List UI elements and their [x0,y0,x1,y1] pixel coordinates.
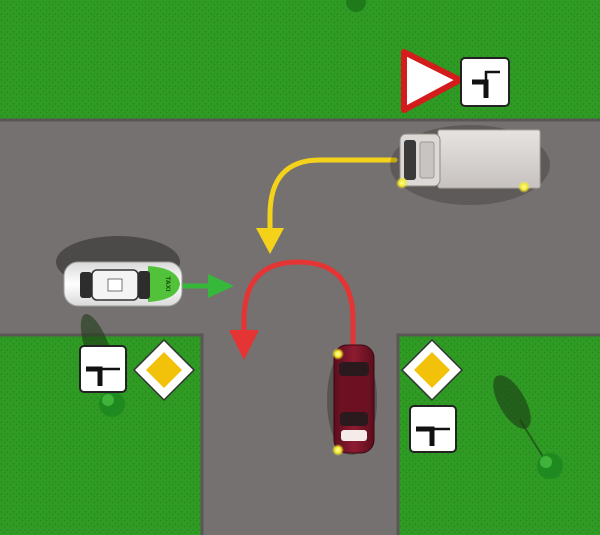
sedan-taillight [332,444,344,456]
sedan-rear-panel [341,430,367,441]
sedan-rear-window [340,412,368,426]
sedan-windshield [339,362,369,376]
taxi: TAXI [56,236,183,307]
sign-group-bottom-right [400,338,464,453]
sedan [327,344,377,456]
taxi-rear-window [80,272,92,298]
sign-group-bottom-left [79,338,196,402]
yellow-arrow [256,157,398,254]
sign-group-top-right [401,49,510,113]
priority-direction-plate [460,57,510,107]
priority-road-sign [132,338,196,402]
curb-bottom-right [396,333,600,535]
sedan-roof [339,376,369,412]
sedan-headlight [332,348,344,360]
green-arrow [178,274,234,298]
yield-sign [401,49,463,113]
priority-road-sign [400,338,464,402]
priority-direction-plate [79,345,127,393]
curb-bottom-left [0,333,204,535]
red-arrow [229,259,356,360]
tree-bottom-right [493,375,563,479]
truck-windshield [404,140,416,180]
truck-rear-light [518,181,530,193]
priority-direction-plate [409,405,457,453]
truck-cargo-box [437,129,541,189]
taxi-roof-sign [107,278,123,292]
taxi-green-stripe [148,266,180,302]
taxi-label: TAXI [164,276,171,291]
truck-headlight-front [396,177,408,189]
tree-top [346,0,366,12]
truck [390,125,550,205]
taxi-windshield [138,271,150,299]
